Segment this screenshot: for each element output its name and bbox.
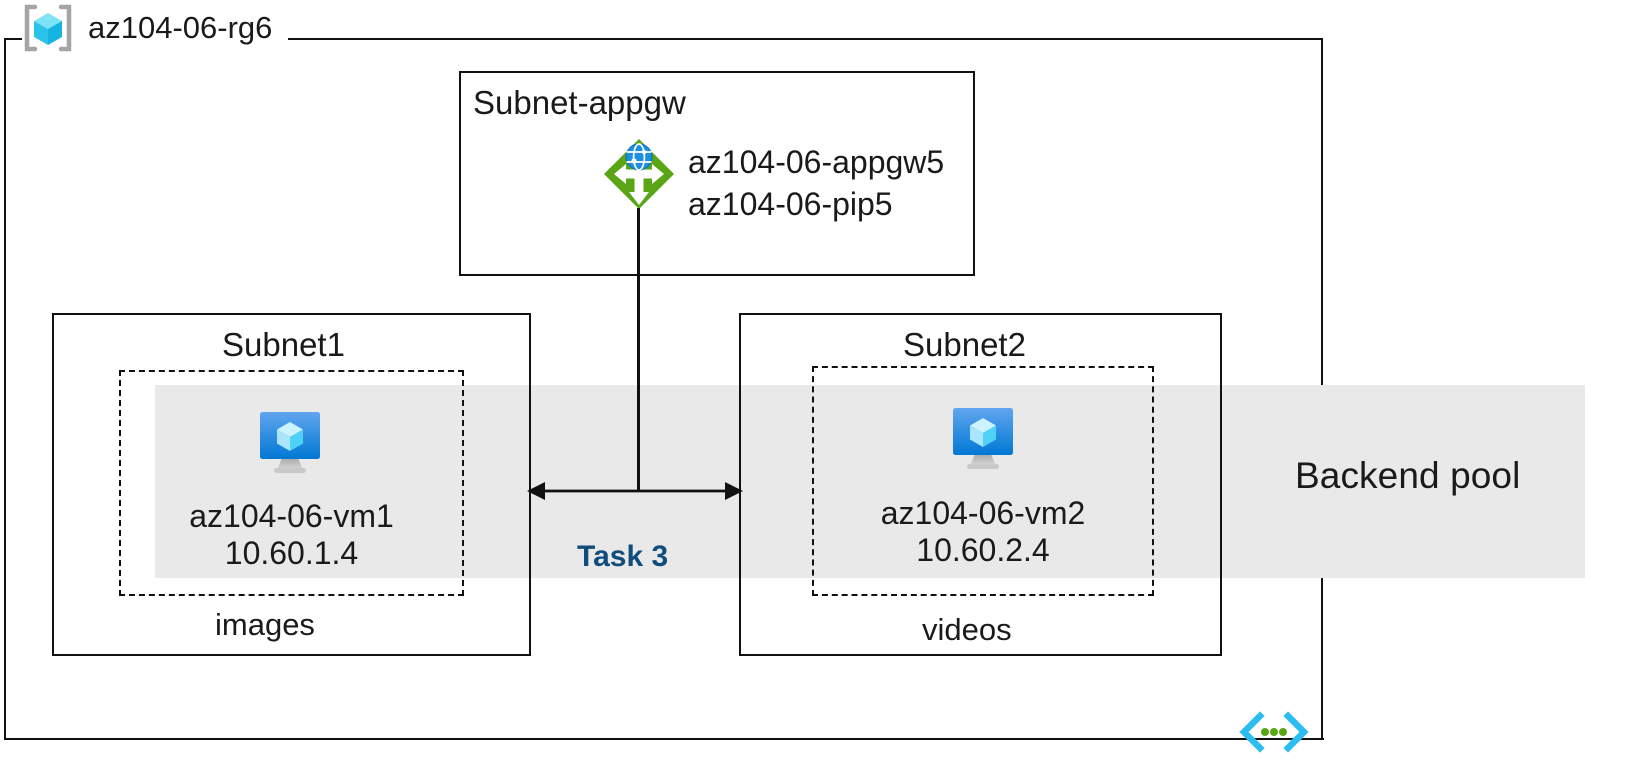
subnet1-subnet2-double-arrow [527,482,743,500]
appgw-connector-line [637,208,640,491]
subnet1-vm-ip: 10.60.1.4 [224,535,359,571]
subnet-appgw-box[interactable] [459,71,975,276]
appgw-resource-names: az104-06-appgw5 az104-06-pip5 [688,141,944,225]
virtual-machine-icon[interactable] [945,402,1021,474]
resource-group-icon [22,4,74,52]
pip-name: az104-06-pip5 [688,186,893,223]
subnet2-under-label: videos [922,612,1012,647]
appgw-name: az104-06-appgw5 [688,144,945,180]
resource-group-border-top-left-stub [4,38,22,40]
resource-group-name: az104-06-rg6 [88,10,273,45]
resource-group-border-left [4,38,6,740]
subnet2-vm-group[interactable] [812,366,1154,596]
subnet2-box[interactable] [739,313,1222,656]
resource-group-border-bottom [4,738,1324,740]
backend-pool-label: Backend pool [1295,455,1521,496]
resource-group-header: az104-06-rg6 [22,4,272,52]
subnet2-title: Subnet2 [903,326,1026,363]
backend-pool-band [155,385,1585,578]
subnet2-vm-ip: 10.60.2.4 [916,532,1050,568]
subnet-appgw-title: Subnet-appgw [473,84,686,121]
subnet2-vm-name: az104-06-vm2 [880,495,1086,531]
resource-group-border-top [288,38,1323,40]
virtual-machine-icon[interactable] [252,406,328,478]
subnet1-under-label: images [215,607,315,642]
subnet1-vm-name: az104-06-vm1 [189,498,394,534]
subnet1-box[interactable] [52,313,531,656]
subnet1-title: Subnet1 [222,326,345,363]
subnet1-vm-group[interactable] [119,370,464,596]
application-gateway-icon[interactable] [600,135,678,213]
code-brackets-icon[interactable] [1238,710,1310,754]
task-3-label: Task 3 [577,540,669,573]
